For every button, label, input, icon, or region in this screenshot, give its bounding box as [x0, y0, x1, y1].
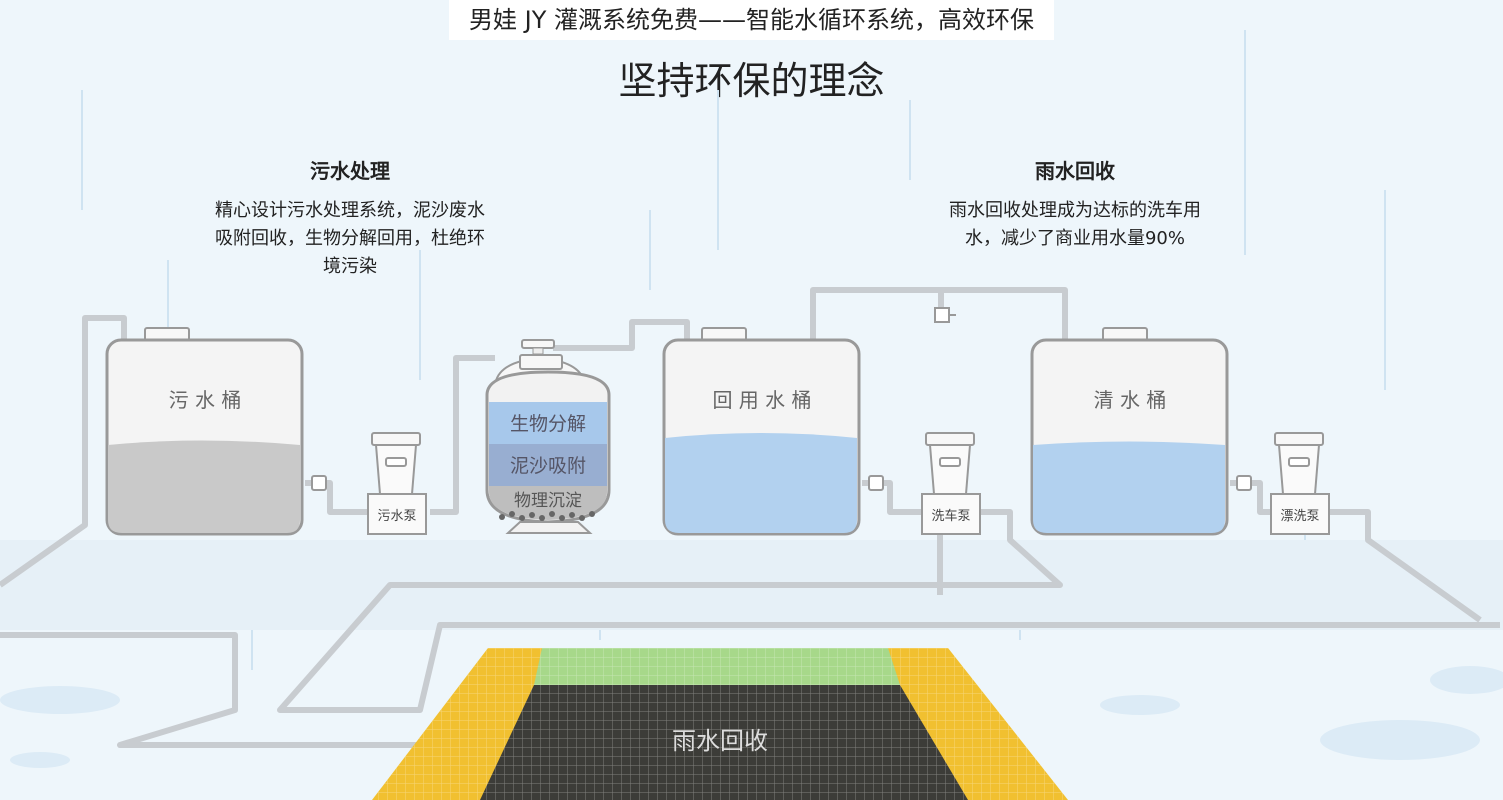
top-title: 男娃 JY 灌溉系统免费——智能水循环系统，高效环保	[449, 0, 1054, 40]
collector-label: 雨水回收	[672, 727, 768, 755]
clean-tank: 清 水 桶	[1030, 327, 1252, 536]
valve-icon	[934, 307, 956, 323]
main-title: 坚持环保的理念	[618, 59, 885, 103]
puddles	[0, 666, 1503, 768]
filter-tank: 生物分解 泥沙吸附 物理沉淀	[485, 339, 611, 534]
pipes	[0, 287, 1500, 748]
sewage-desc-line-3: 境污染	[323, 256, 377, 277]
sewage-tank-label: 污 水 桶	[169, 388, 242, 412]
rinse-pump: 漂洗泵	[1270, 432, 1330, 535]
rinse-pump-label: 漂洗泵	[1280, 508, 1319, 524]
sewage-pump: 污水泵	[367, 432, 427, 535]
reuse-tank-label: 回 用 水 桶	[712, 388, 811, 412]
clean-tank-label: 清 水 桶	[1094, 388, 1167, 412]
sewage-desc-line-2: 吸附回收，生物分解回用，杜绝环	[215, 228, 485, 249]
rainwater-desc-line-1: 雨水回收处理成为达标的洗车用	[949, 200, 1201, 221]
sewage-heading: 污水处理	[310, 159, 390, 183]
reuse-tank: 回 用 水 桶	[662, 327, 884, 536]
sewage-pump-label: 污水泵	[377, 509, 416, 524]
filter-layer-1: 生物分解	[510, 413, 586, 435]
filter-layer-3: 物理沉淀	[514, 491, 582, 511]
wash-pump-label: 洗车泵	[931, 508, 970, 524]
sewage-tank: 污 水 桶	[105, 327, 327, 536]
filter-layer-2: 泥沙吸附	[510, 455, 586, 477]
rainwater-collector: 雨水回收	[372, 648, 1068, 800]
rainwater-heading: 雨水回收	[1035, 159, 1115, 183]
sewage-desc: 精心设计污水处理系统，泥沙废水 吸附回收，生物分解回用，杜绝环 境污染	[170, 197, 530, 281]
rainwater-desc-line-2: 水，减少了商业用水量90%	[964, 228, 1185, 249]
rainwater-desc: 雨水回收处理成为达标的洗车用 水，减少了商业用水量90%	[895, 197, 1255, 253]
wash-pump: 洗车泵	[921, 432, 981, 535]
sewage-desc-line-1: 精心设计污水处理系统，泥沙废水	[215, 200, 485, 221]
